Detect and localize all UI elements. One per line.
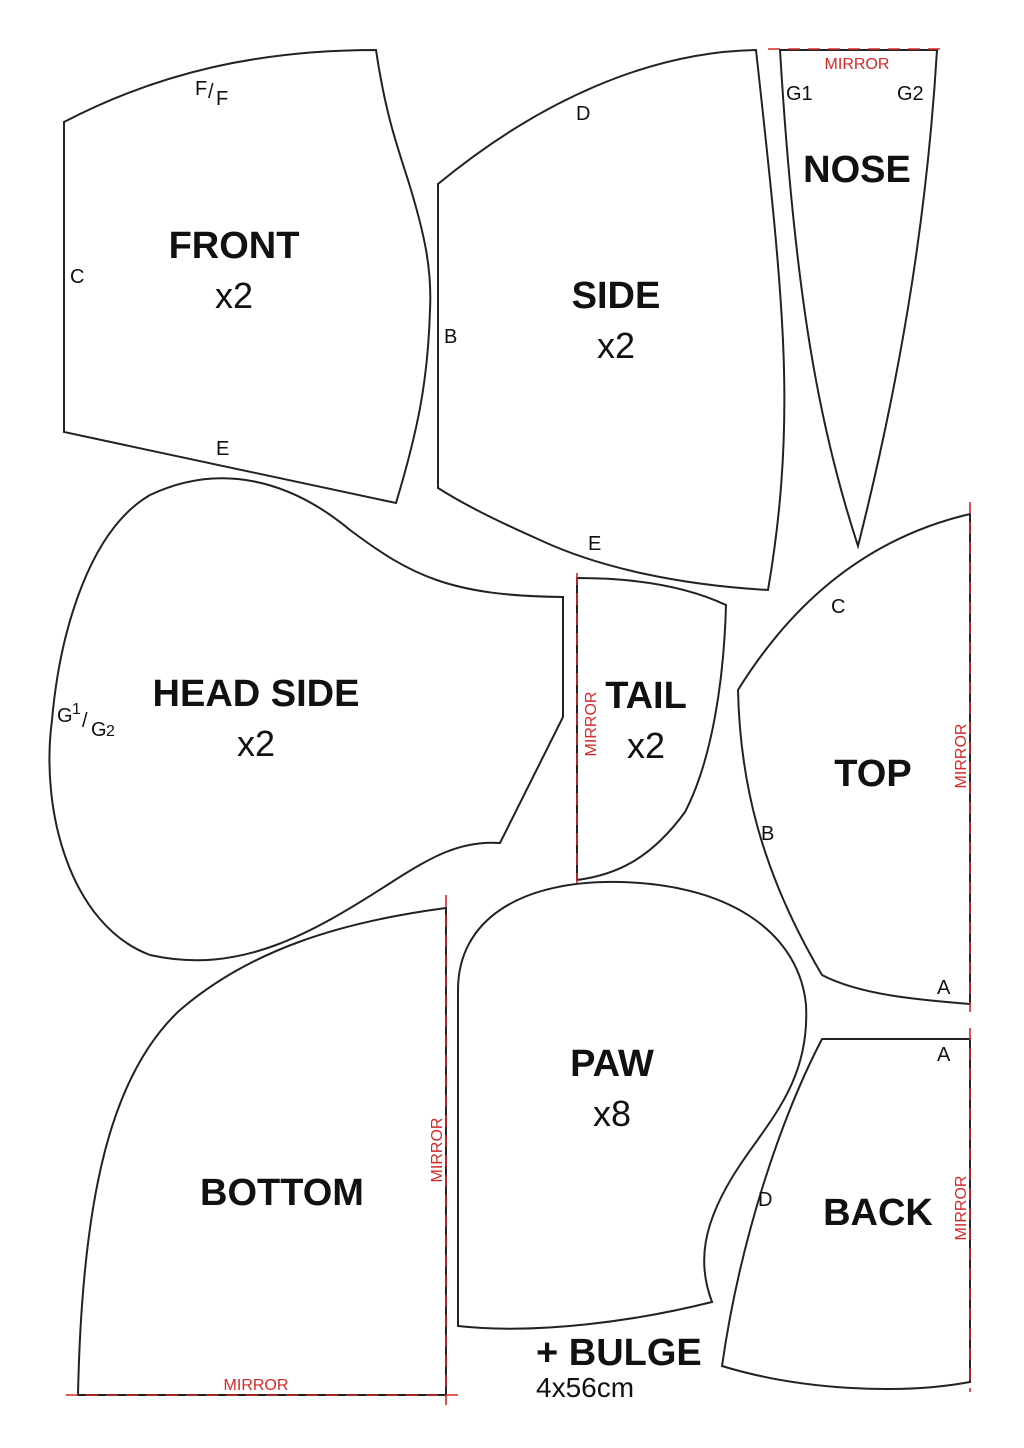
back-outline xyxy=(720,1038,971,1390)
side-mark-d: D xyxy=(576,103,590,125)
front-title: FRONT xyxy=(169,225,300,267)
front-piece: FRONT x2 F / F C E xyxy=(63,48,432,505)
front-mark-f-top: F xyxy=(195,78,207,100)
top-title: TOP xyxy=(834,753,911,795)
side-mark-e: E xyxy=(588,533,601,555)
paw-outline xyxy=(457,880,808,1330)
nose-mark-g1: G1 xyxy=(786,83,813,105)
head-side-piece: HEAD SIDE x2 G 1 / G 2 xyxy=(48,477,564,962)
back-piece: MIRROR BACK A D xyxy=(720,1028,971,1392)
bottom-outline xyxy=(76,906,447,1396)
side-title: SIDE xyxy=(572,275,661,317)
side-mark-b: B xyxy=(444,326,457,348)
bulge-size: 4x56cm xyxy=(536,1372,634,1403)
bulge-note: + BULGE 4x56cm xyxy=(536,1332,702,1403)
head-side-mark-g-top: G xyxy=(57,705,73,727)
head-side-outline xyxy=(48,477,564,962)
tail-piece: MIRROR TAIL x2 xyxy=(576,573,728,885)
bottom-mirror-label-vertical: MIRROR xyxy=(429,1118,446,1183)
front-mark-e: E xyxy=(216,438,229,460)
bottom-title: BOTTOM xyxy=(200,1172,364,1214)
paw-qty: x8 xyxy=(593,1093,631,1134)
front-outline xyxy=(63,48,432,505)
top-mark-b: B xyxy=(761,823,774,845)
front-mark-c: C xyxy=(70,266,84,288)
back-title: BACK xyxy=(823,1192,933,1234)
front-mark-slash: / xyxy=(208,81,214,103)
bottom-piece: MIRROR MIRROR BOTTOM xyxy=(66,895,458,1405)
front-qty: x2 xyxy=(215,275,253,316)
front-mark-f-bottom: F xyxy=(216,88,228,110)
back-mark-a: A xyxy=(937,1044,951,1066)
head-side-mark-1: 1 xyxy=(72,701,81,718)
head-side-mark-g-bottom: G xyxy=(91,719,107,741)
nose-mark-g2: G2 xyxy=(897,83,924,105)
bulge-title: + BULGE xyxy=(536,1332,702,1374)
paw-title: PAW xyxy=(570,1043,654,1085)
nose-mirror-label: MIRROR xyxy=(825,56,890,73)
head-side-qty: x2 xyxy=(237,723,275,764)
back-mark-d: D xyxy=(758,1189,772,1211)
top-mirror-label: MIRROR xyxy=(953,724,970,789)
top-mark-c: C xyxy=(831,596,845,618)
tail-outline xyxy=(576,576,728,882)
tail-mirror-label: MIRROR xyxy=(583,692,600,757)
top-mark-a: A xyxy=(937,977,951,999)
top-outline xyxy=(736,512,971,1006)
nose-title: NOSE xyxy=(803,149,911,191)
head-side-mark-2: 2 xyxy=(106,723,115,740)
nose-outline xyxy=(778,49,939,550)
bottom-mirror-label-horizontal: MIRROR xyxy=(224,1377,289,1394)
side-qty: x2 xyxy=(597,325,635,366)
paw-piece: PAW x8 xyxy=(457,880,808,1330)
back-mirror-label: MIRROR xyxy=(953,1176,970,1241)
side-piece: SIDE x2 D B E xyxy=(437,48,786,592)
nose-piece: MIRROR NOSE G1 G2 xyxy=(768,48,948,550)
top-piece: MIRROR TOP C B A xyxy=(736,502,971,1012)
head-side-title: HEAD SIDE xyxy=(153,673,360,715)
tail-title: TAIL xyxy=(605,675,687,717)
side-outline xyxy=(437,48,786,592)
tail-qty: x2 xyxy=(627,725,665,766)
head-side-mark-slash: / xyxy=(82,710,88,732)
